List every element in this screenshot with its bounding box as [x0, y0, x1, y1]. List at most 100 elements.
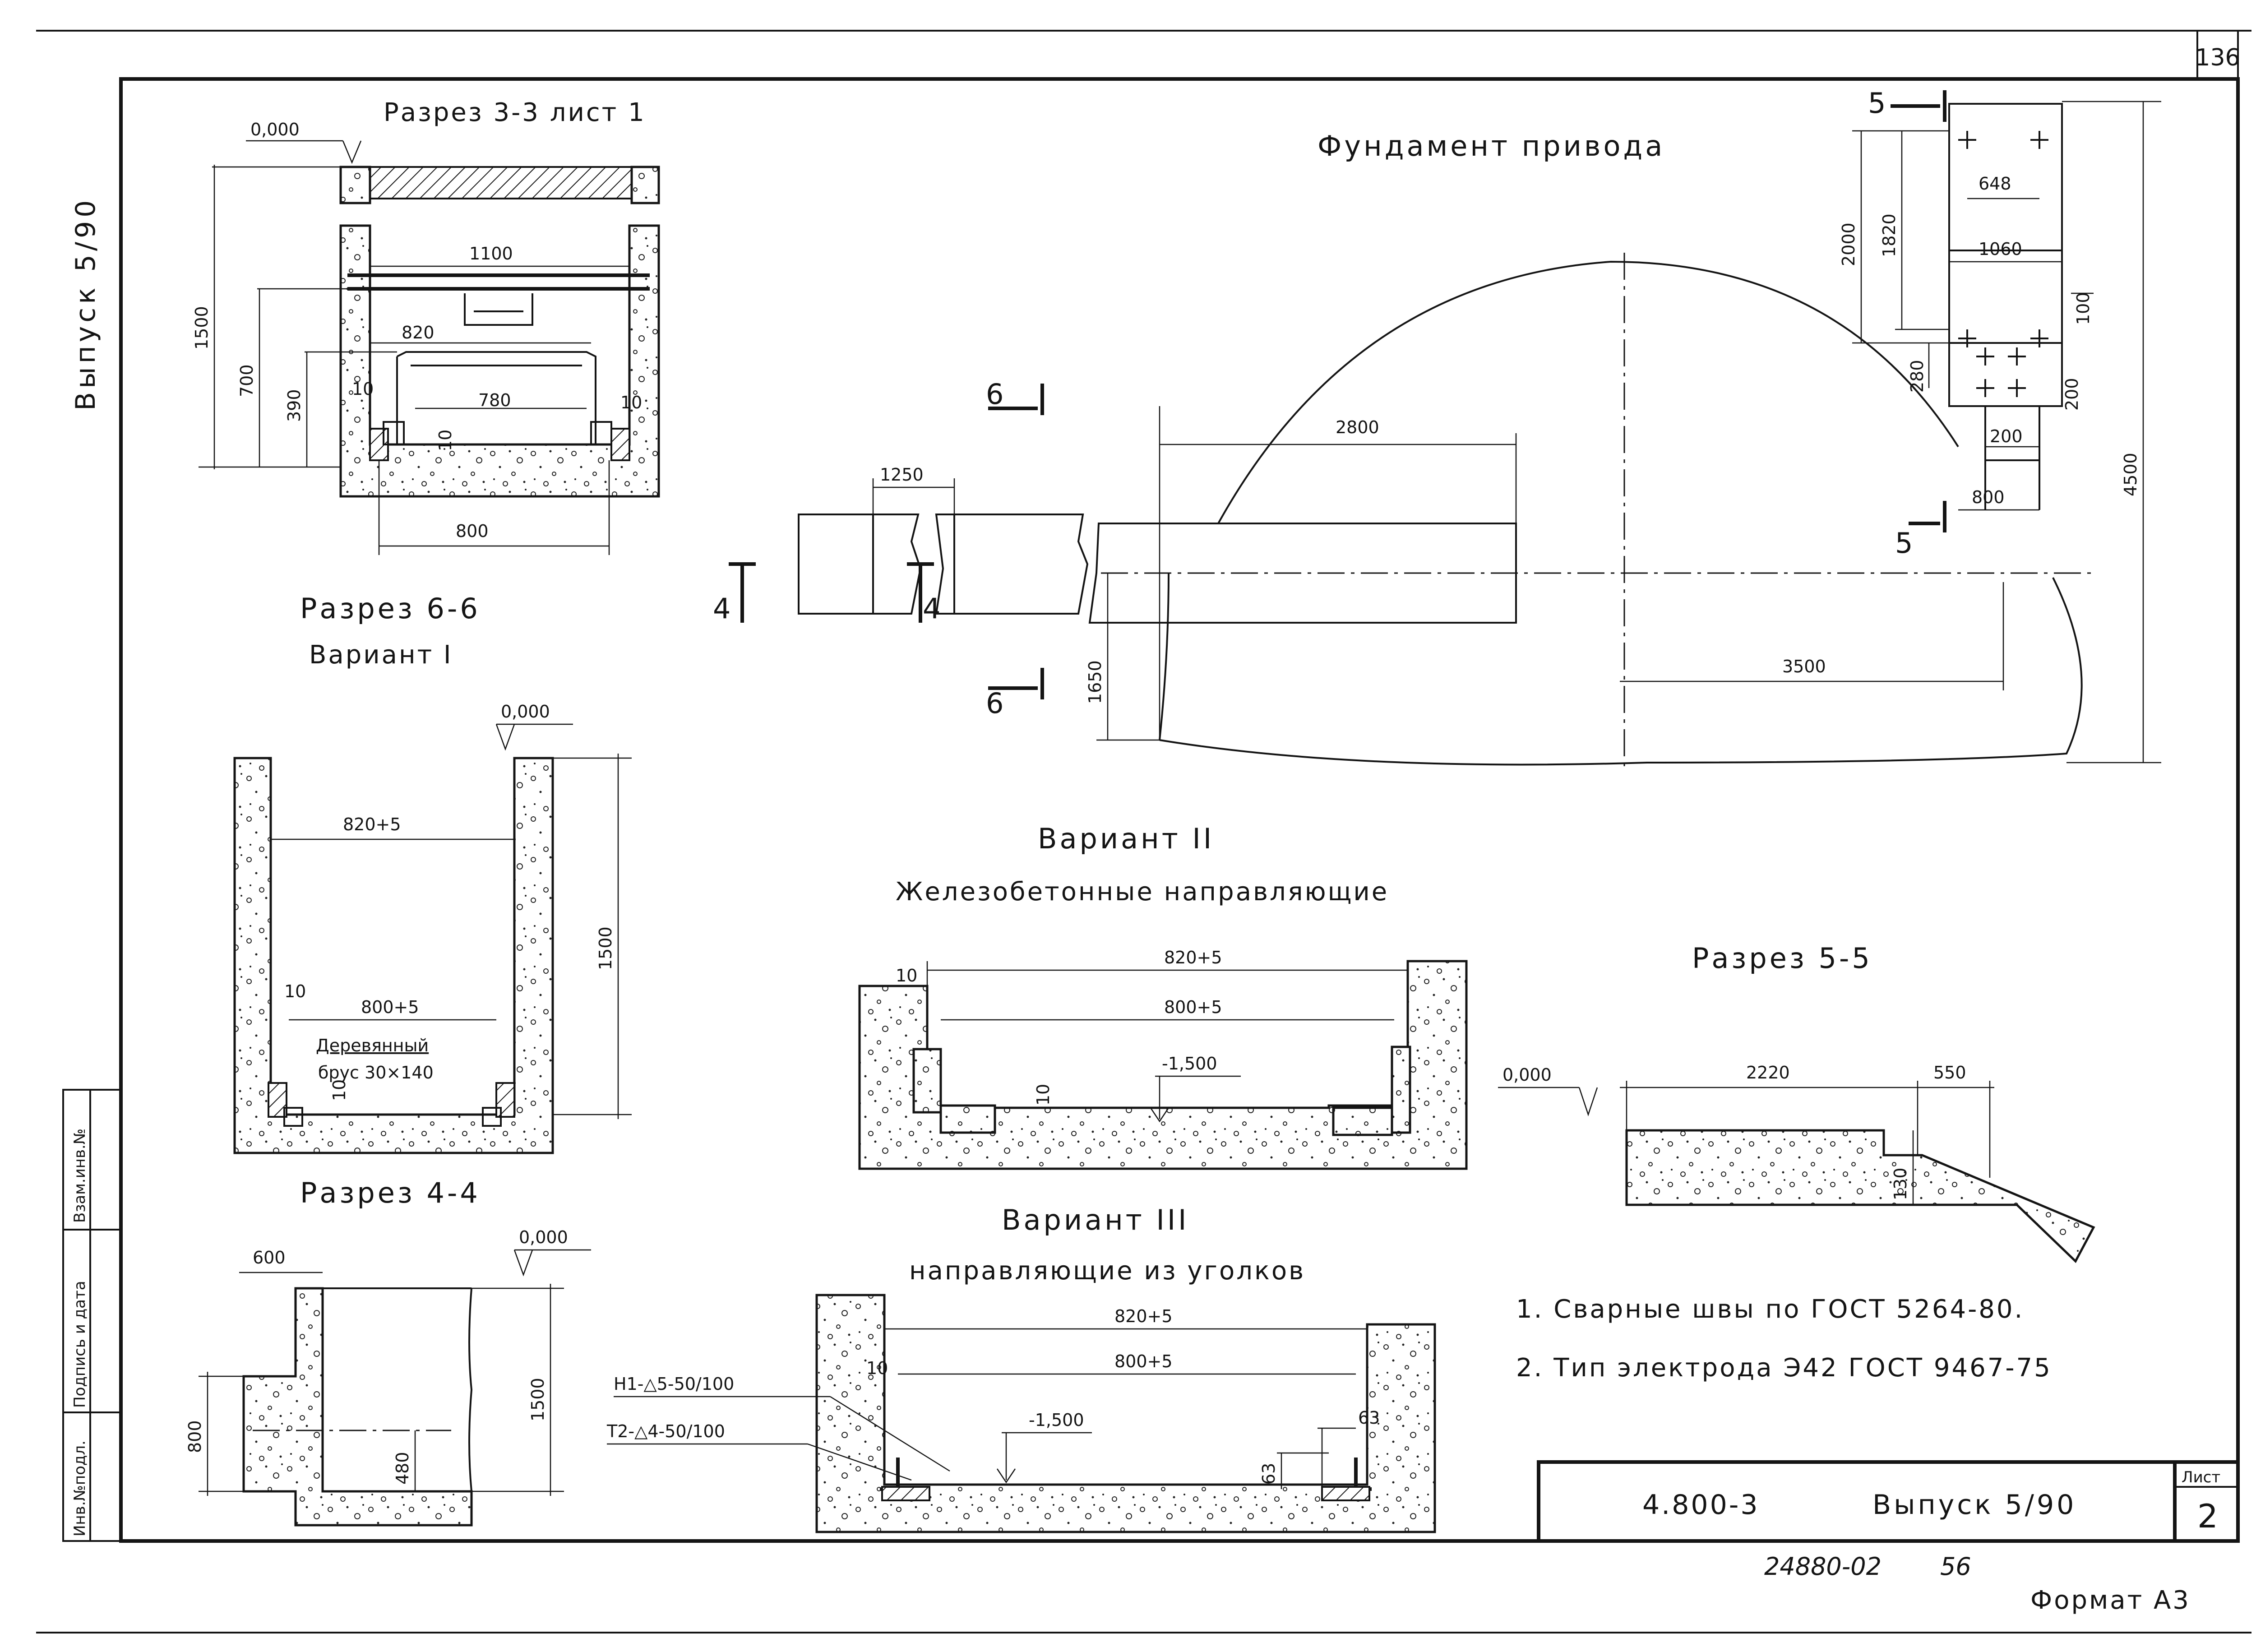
- variant-3-title: Вариант III: [1002, 1203, 1189, 1236]
- s33-t10a: 10: [352, 379, 374, 399]
- v2-t10b: 10: [1033, 1084, 1053, 1106]
- s33-w1100: 1100: [469, 244, 513, 264]
- v2-elevation: -1,500: [1162, 1054, 1217, 1074]
- s66-t10b: 10: [329, 1079, 349, 1101]
- title-sheet-no: 2: [2197, 1497, 2218, 1535]
- format-label: Формат А3: [2030, 1586, 2191, 1615]
- plan-arc: [1217, 260, 1959, 524]
- variant-2-title: Вариант II: [1038, 822, 1214, 855]
- s66-w800: 800+5: [361, 997, 419, 1017]
- v3-w820: 820+5: [1114, 1306, 1173, 1326]
- v3-w800: 800+5: [1114, 1351, 1173, 1371]
- variant-2-subtitle: Железобетонные направляющие: [896, 877, 1389, 907]
- sheet-number: 136: [2195, 44, 2240, 71]
- s44-elevation: 0,000: [519, 1227, 568, 1247]
- plan-rail-main: [1088, 523, 1517, 624]
- drawing-title: Фундамент привода: [1318, 130, 1665, 162]
- v3-channel: [815, 1294, 1436, 1533]
- plan-d200a: 200: [2062, 378, 2082, 411]
- variant-3: Вариант III направляющие из уголков 820+…: [606, 1203, 1436, 1533]
- s33-t10c: 10: [435, 430, 455, 451]
- section-5-5-title: Разрез 5-5: [1692, 942, 1872, 975]
- section-3-3: Разрез 3-3 лист 1 0,000 1500 700 390 110…: [192, 98, 660, 555]
- s33-cover-slab: [369, 166, 633, 199]
- v3-d63b: 63: [1259, 1463, 1279, 1485]
- s66-channel: [233, 757, 554, 1154]
- s66-t10a: 10: [284, 981, 306, 1001]
- s33-elevation: 0,000: [250, 120, 300, 139]
- cut-6-top: 6: [986, 378, 1006, 411]
- plan-rail-left: [798, 514, 922, 615]
- s33-h700: 700: [237, 364, 257, 397]
- v3-t10: 10: [866, 1358, 888, 1378]
- plan-d4500: 4500: [2121, 453, 2140, 496]
- s44-w600: 600: [253, 1248, 286, 1268]
- section-6-6-title: Разрез 6-6: [300, 592, 481, 625]
- plan-d648: 648: [1979, 174, 2011, 194]
- s66-w820: 820+5: [343, 814, 401, 834]
- side-stamp: Выпуск 5/90: [70, 197, 102, 411]
- s33-w800: 800: [456, 521, 489, 541]
- s66-note-2: брус 30×140: [318, 1063, 434, 1083]
- section-4-4: Разрез 4-4 0,000 600 800 480 1500: [185, 1176, 591, 1527]
- section-5-5: Разрез 5-5 0,000 2220 550 130: [1498, 942, 2095, 1263]
- s44-h480: 480: [393, 1452, 412, 1485]
- section-3-3-title: Разрез 3-3 лист 1: [384, 98, 646, 127]
- section-6-6-subtitle: Вариант I: [309, 640, 453, 670]
- notes: 1. Сварные швы по ГОСТ 5264-80. 2. Тип э…: [1516, 1295, 2052, 1383]
- plan-d1820: 1820: [1879, 213, 1899, 257]
- s33-channel: [339, 224, 660, 498]
- note-1: 1. Сварные швы по ГОСТ 5264-80.: [1516, 1295, 2024, 1324]
- cut-5-top: 5: [1868, 87, 1888, 120]
- title-block: 4.800-3 Выпуск 5/90 Лист 2 24880-02 56 Ф…: [1537, 1460, 2240, 1615]
- s66-h1500: 1500: [596, 926, 615, 970]
- plan-view: Фундамент привода 6 6 4: [713, 87, 2161, 767]
- v2-w800: 800+5: [1164, 997, 1222, 1017]
- v3-elevation: -1,500: [1029, 1410, 1084, 1430]
- plan-d2000: 2000: [1839, 222, 1858, 266]
- v2-t10a: 10: [896, 966, 917, 986]
- cut-6-bottom: 6: [986, 687, 1006, 720]
- v2-w820: 820+5: [1164, 948, 1222, 967]
- v3-weld-2: Т2-△4-50/100: [606, 1421, 725, 1441]
- cut-4-left: 4: [713, 592, 733, 625]
- revision-cell-inv: Инв.№подл.: [71, 1440, 89, 1536]
- plan-d1060: 1060: [1979, 239, 2022, 259]
- section-4-4-title: Разрез 4-4: [300, 1176, 481, 1209]
- s55-h130: 130: [1891, 1167, 1910, 1200]
- s44-foundation: [242, 1287, 473, 1527]
- title-code: 4.800-3: [1642, 1489, 1760, 1521]
- cut-4-right: 4: [923, 592, 943, 625]
- s55-slab: [1625, 1129, 2095, 1263]
- s55-elevation: 0,000: [1502, 1065, 1552, 1085]
- note-2: 2. Тип электрода Э42 ГОСТ 9467-75: [1516, 1353, 2052, 1383]
- plan-d1250: 1250: [880, 465, 924, 485]
- s66-note-1: Деревянный: [316, 1036, 429, 1055]
- s44-h1500: 1500: [528, 1378, 548, 1421]
- cut-5-bottom: 5: [1895, 527, 1915, 560]
- title-sheet-label: Лист: [2182, 1468, 2220, 1486]
- revision-box: Инв.№подл. Подпись и дата Взам.инв.№: [62, 1089, 122, 1542]
- plan-d100: 100: [2073, 292, 2093, 325]
- s33-t10b: 10: [620, 393, 642, 412]
- variant-2: Вариант II Железобетонные направляющие 8…: [858, 822, 1468, 1170]
- plan-d200b: 200: [1990, 426, 2023, 446]
- plan-d1650: 1650: [1085, 660, 1105, 704]
- s33-h390: 390: [284, 389, 304, 422]
- s33-w780: 780: [478, 390, 511, 410]
- s55-w550: 550: [1933, 1063, 1966, 1083]
- archive-page: 56: [1940, 1552, 1971, 1581]
- plan-d800: 800: [1972, 487, 2005, 507]
- title-issue: Выпуск 5/90: [1872, 1489, 2076, 1521]
- revision-cell-sign: Подпись и дата: [71, 1281, 89, 1408]
- v3-weld-1: Н1-△5-50/100: [614, 1374, 734, 1394]
- s66-elevation: 0,000: [501, 702, 550, 722]
- s55-w2220: 2220: [1746, 1063, 1790, 1083]
- s33-w820: 820: [402, 323, 435, 342]
- plan-rail-mid: [935, 514, 1089, 615]
- revision-cell-replace: Взам.инв.№: [71, 1129, 89, 1223]
- sheet-frame: 136: [36, 30, 2251, 1633]
- archive-no: 24880-02: [1764, 1552, 1882, 1581]
- plan-d3500: 3500: [1782, 657, 1826, 676]
